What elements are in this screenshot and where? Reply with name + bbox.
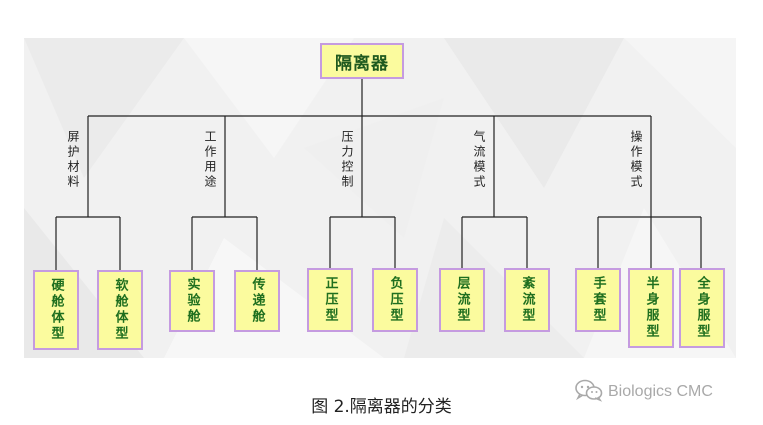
branch-label-operation-mode: 操作模式 — [629, 130, 643, 190]
leaf-full-suit-type: 全身服型 — [679, 268, 725, 348]
watermark-text: Biologics CMC — [608, 383, 713, 400]
branch-label-pressure-control: 压力控制 — [340, 130, 354, 190]
leaf-turbulent-flow-type: 紊流型 — [504, 268, 550, 332]
leaf-positive-pressure-type: 正压型 — [307, 268, 353, 332]
leaf-laminar-flow-type: 层流型 — [439, 268, 485, 332]
figure-caption: 图 2.隔离器的分类 — [311, 397, 452, 417]
wechat-icon — [574, 378, 604, 406]
leaf-hard-cabin-type: 硬舱体型 — [33, 270, 79, 350]
leaf-experiment-cabin: 实验舱 — [169, 270, 215, 332]
leaf-glove-type: 手套型 — [575, 268, 621, 332]
branch-label-protection-material: 屏护材料 — [66, 130, 80, 190]
leaf-negative-pressure-type: 负压型 — [372, 268, 418, 332]
branch-label-airflow-mode: 气流模式 — [472, 130, 486, 190]
leaf-transfer-cabin: 传递舱 — [234, 270, 280, 332]
leaf-soft-cabin-type: 软舱体型 — [97, 270, 143, 350]
root-node: 隔离器 — [320, 43, 404, 79]
leaf-half-suit-type: 半身服型 — [628, 268, 674, 348]
branch-label-work-purpose: 工作用途 — [203, 130, 217, 190]
watermark: Biologics CMC — [574, 378, 713, 406]
